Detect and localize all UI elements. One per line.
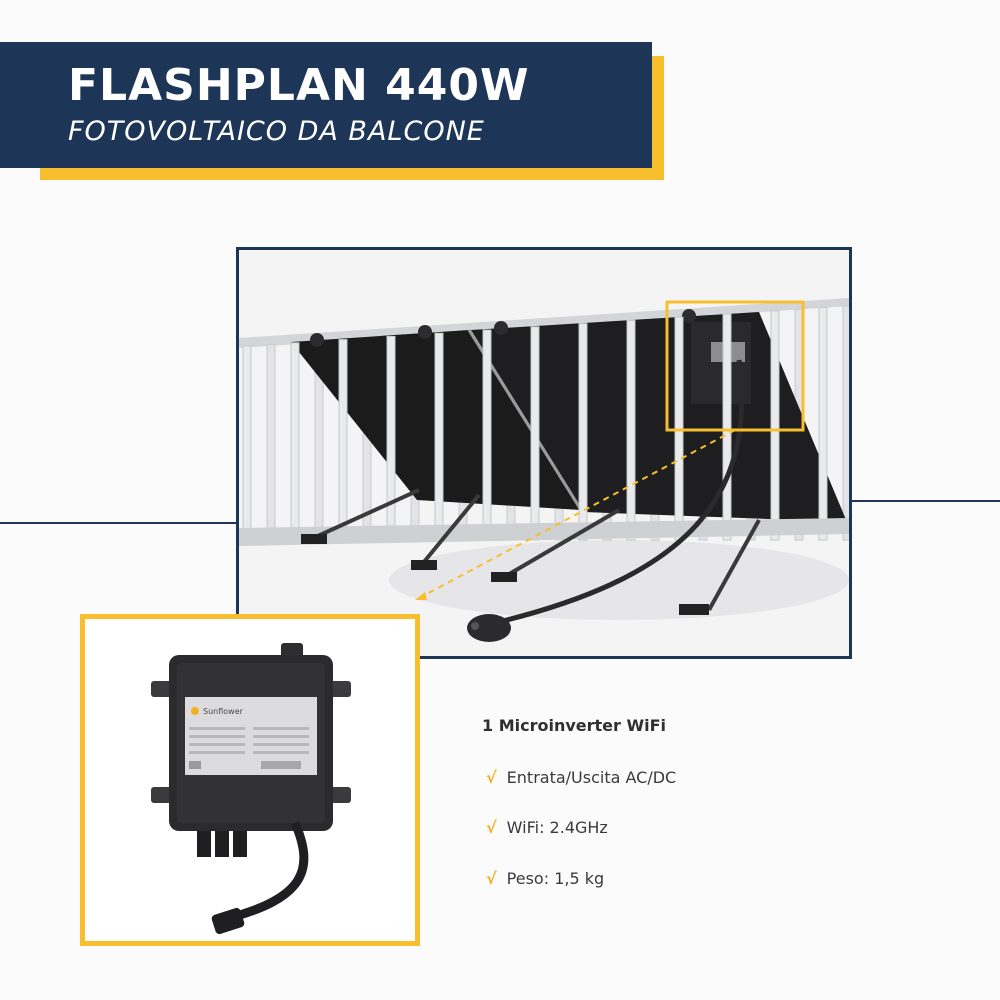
balcony-solar-illustration: [239, 250, 849, 656]
balcony-photo-frame: [236, 247, 852, 659]
solar-panel-right: [471, 312, 847, 522]
railing-baluster: [338, 339, 348, 541]
railing-baluster: [266, 343, 276, 541]
feature-text: Peso: 1,5 kg: [506, 869, 605, 888]
feature-item: √ Peso: 1,5 kg: [486, 869, 604, 888]
feature-text: WiFi: 2.4GHz: [506, 818, 608, 837]
feature-item: √ WiFi: 2.4GHz: [486, 818, 608, 837]
railing-baluster: [242, 345, 252, 541]
railing-baluster: [722, 313, 732, 541]
railing-baluster: [482, 329, 492, 541]
page-title: FLASHPLAN 440W: [68, 60, 530, 111]
railing-baluster: [842, 305, 849, 541]
check-icon: √: [486, 869, 497, 888]
railing-baluster: [290, 342, 300, 541]
railing-baluster: [434, 332, 444, 541]
check-icon: √: [486, 768, 497, 787]
features-title: 1 Microinverter WiFi: [482, 716, 667, 735]
railing-baluster: [626, 319, 636, 541]
connector-line-left: [0, 522, 236, 524]
railing-baluster: [386, 335, 396, 541]
railing-baluster: [770, 310, 780, 541]
check-icon: √: [486, 818, 497, 837]
connector-line-right: [850, 500, 1000, 502]
page-subtitle: FOTOVOLTAICO DA BALCONE: [68, 116, 485, 147]
railing-baluster: [530, 326, 540, 541]
microinverter-illustration: Sunflower: [85, 619, 415, 941]
inverter-photo-frame: Sunflower: [80, 614, 420, 946]
feature-text: Entrata/Uscita AC/DC: [506, 768, 677, 787]
title-banner: [0, 42, 652, 168]
railing-baluster: [578, 323, 588, 541]
railing-baluster: [818, 307, 828, 541]
inverter-brand-label: Sunflower: [203, 707, 244, 716]
feature-item: √ Entrata/Uscita AC/DC: [486, 768, 676, 787]
